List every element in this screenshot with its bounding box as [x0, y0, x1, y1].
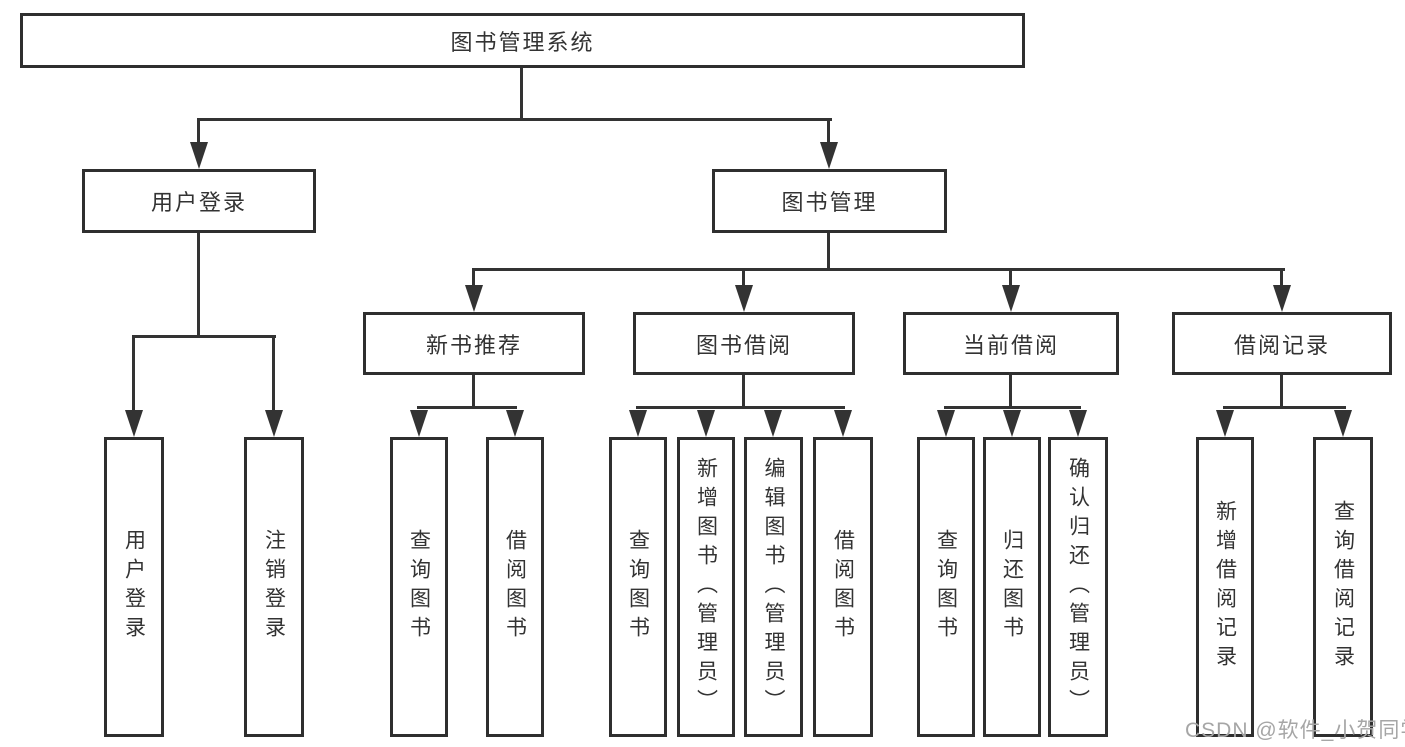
leaf-label: 查询借阅记录 — [1331, 500, 1355, 674]
node-current-borrow: 当前借阅 — [903, 312, 1119, 375]
arrowhead-icon — [937, 410, 955, 437]
leaf-label: 新增图书（管理员） — [694, 456, 718, 718]
connector-drop — [472, 271, 475, 287]
leaf-add-borrow-record: 新增借阅记录 — [1196, 437, 1254, 737]
arrowhead-icon — [190, 142, 208, 169]
leaf-label: 借阅图书 — [503, 529, 527, 645]
leaf-user-login: 用户登录 — [104, 437, 164, 737]
arrowhead-icon — [265, 410, 283, 437]
connector-current-borrow-stem — [1009, 375, 1012, 409]
arrowhead-icon — [697, 410, 715, 437]
leaf-label: 用户登录 — [122, 529, 146, 645]
arrowhead-icon — [410, 410, 428, 437]
leaf-query-book: 查询图书 — [917, 437, 975, 737]
leaf-borrow-book: 借阅图书 — [486, 437, 544, 737]
arrowhead-icon — [1334, 410, 1352, 437]
leaf-return-book: 归还图书 — [983, 437, 1041, 737]
connector-drop — [272, 338, 275, 412]
connector-drop — [197, 121, 200, 145]
leaf-add-book-admin: 新增图书（管理员） — [677, 437, 735, 737]
node-book-management: 图书管理 — [712, 169, 947, 233]
leaf-label: 编辑图书（管理员） — [762, 456, 785, 718]
leaf-query-borrow-record: 查询借阅记录 — [1313, 437, 1373, 737]
connector-new-book-stem — [472, 375, 475, 409]
leaf-borrow-book: 借阅图书 — [813, 437, 873, 737]
leaf-edit-book-admin: 编辑图书（管理员） — [744, 437, 803, 737]
connector-current-borrow-rail — [944, 406, 1081, 409]
arrowhead-icon — [820, 142, 838, 169]
leaf-label: 注销登录 — [262, 529, 286, 645]
arrowhead-icon — [1216, 410, 1234, 437]
leaf-label: 确认归还（管理员） — [1066, 456, 1090, 718]
leaf-label: 新增借阅记录 — [1213, 500, 1237, 674]
arrowhead-icon — [1273, 285, 1291, 312]
node-book-borrow: 图书借阅 — [633, 312, 855, 375]
connector-book-borrow-rail — [636, 406, 845, 409]
arrowhead-icon — [834, 410, 852, 437]
connector-drop — [1280, 271, 1283, 287]
arrowhead-icon — [1003, 410, 1021, 437]
leaf-query-book: 查询图书 — [609, 437, 667, 737]
connector-drop — [1009, 271, 1012, 287]
leaf-logout: 注销登录 — [244, 437, 304, 737]
connector-drop — [132, 338, 135, 412]
arrowhead-icon — [506, 410, 524, 437]
node-user-login: 用户登录 — [82, 169, 316, 233]
connector-new-book-rail — [417, 406, 517, 409]
connector-borrow-record-rail — [1223, 406, 1346, 409]
connector-book-mgmt-stem — [827, 233, 830, 271]
connector-book-borrow-stem — [742, 375, 745, 409]
arrowhead-icon — [764, 410, 782, 437]
connector-drop — [827, 121, 830, 145]
connector-borrow-record-stem — [1280, 375, 1283, 409]
csdn-watermark: CSDN @软件_小贺同学 — [1185, 719, 1405, 742]
arrowhead-icon — [735, 285, 753, 312]
node-root-system: 图书管理系统 — [20, 13, 1025, 68]
leaf-label: 查询图书 — [934, 529, 958, 645]
arrowhead-icon — [629, 410, 647, 437]
leaf-label: 归还图书 — [1000, 529, 1024, 645]
leaf-label: 借阅图书 — [831, 529, 855, 645]
connector-root-stem — [520, 68, 523, 121]
connector-drop — [742, 271, 745, 287]
arrowhead-icon — [465, 285, 483, 312]
arrowhead-icon — [1002, 285, 1020, 312]
leaf-label: 查询图书 — [626, 529, 650, 645]
leaf-query-book: 查询图书 — [390, 437, 448, 737]
arrowhead-icon — [1069, 410, 1087, 437]
leaf-confirm-return-admin: 确认归还（管理员） — [1048, 437, 1108, 737]
leaf-label: 查询图书 — [407, 529, 431, 645]
connector-root-rail — [197, 118, 832, 121]
node-borrow-record: 借阅记录 — [1172, 312, 1392, 375]
arrowhead-icon — [125, 410, 143, 437]
connector-book-mgmt-rail — [472, 268, 1285, 271]
node-new-book-recommend: 新书推荐 — [363, 312, 585, 375]
connector-user-login-rail — [132, 335, 276, 338]
connector-user-login-stem — [197, 233, 200, 338]
